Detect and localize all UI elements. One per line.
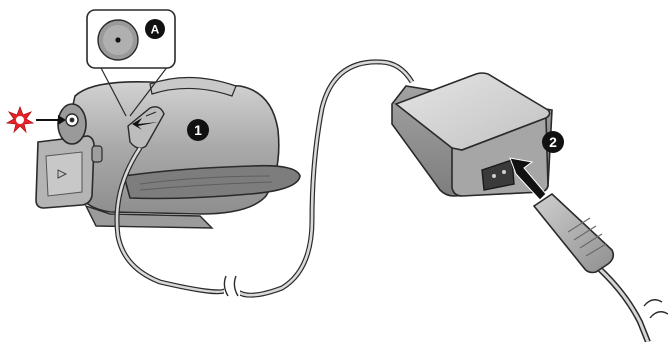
callout-step-2: 2 <box>542 131 564 153</box>
playback-icon <box>57 169 68 179</box>
insert-arrow-icon <box>509 157 547 201</box>
dc-in-jack-icon <box>97 19 139 61</box>
camcorder-lcd-inner <box>45 151 83 197</box>
camcorder <box>35 76 301 229</box>
ac-mains-cable <box>590 259 651 342</box>
ac-inlet-socket <box>481 159 515 191</box>
cable-break-icon <box>643 299 668 319</box>
inset-pointer <box>99 65 169 117</box>
ac-mains-plug-body <box>532 192 615 274</box>
callout-step-1-label: 1 <box>194 122 202 138</box>
cable-break-icon <box>223 275 240 297</box>
camcorder-side-button <box>91 145 103 163</box>
callout-a: A <box>145 19 165 39</box>
callout-step-1: 1 <box>187 119 209 141</box>
callout-a-label: A <box>151 23 160 37</box>
camcorder-hand-strap <box>122 164 301 200</box>
dc-in-jack-inset: A <box>86 9 176 117</box>
dc-plug <box>127 106 165 149</box>
camcorder-top-ridge <box>149 76 237 97</box>
insert-arrow-icon <box>132 118 158 130</box>
ac-mains-plug <box>532 192 668 342</box>
red-flash-indicator-icon <box>5 105 35 134</box>
callout-step-2-label: 2 <box>549 134 557 150</box>
